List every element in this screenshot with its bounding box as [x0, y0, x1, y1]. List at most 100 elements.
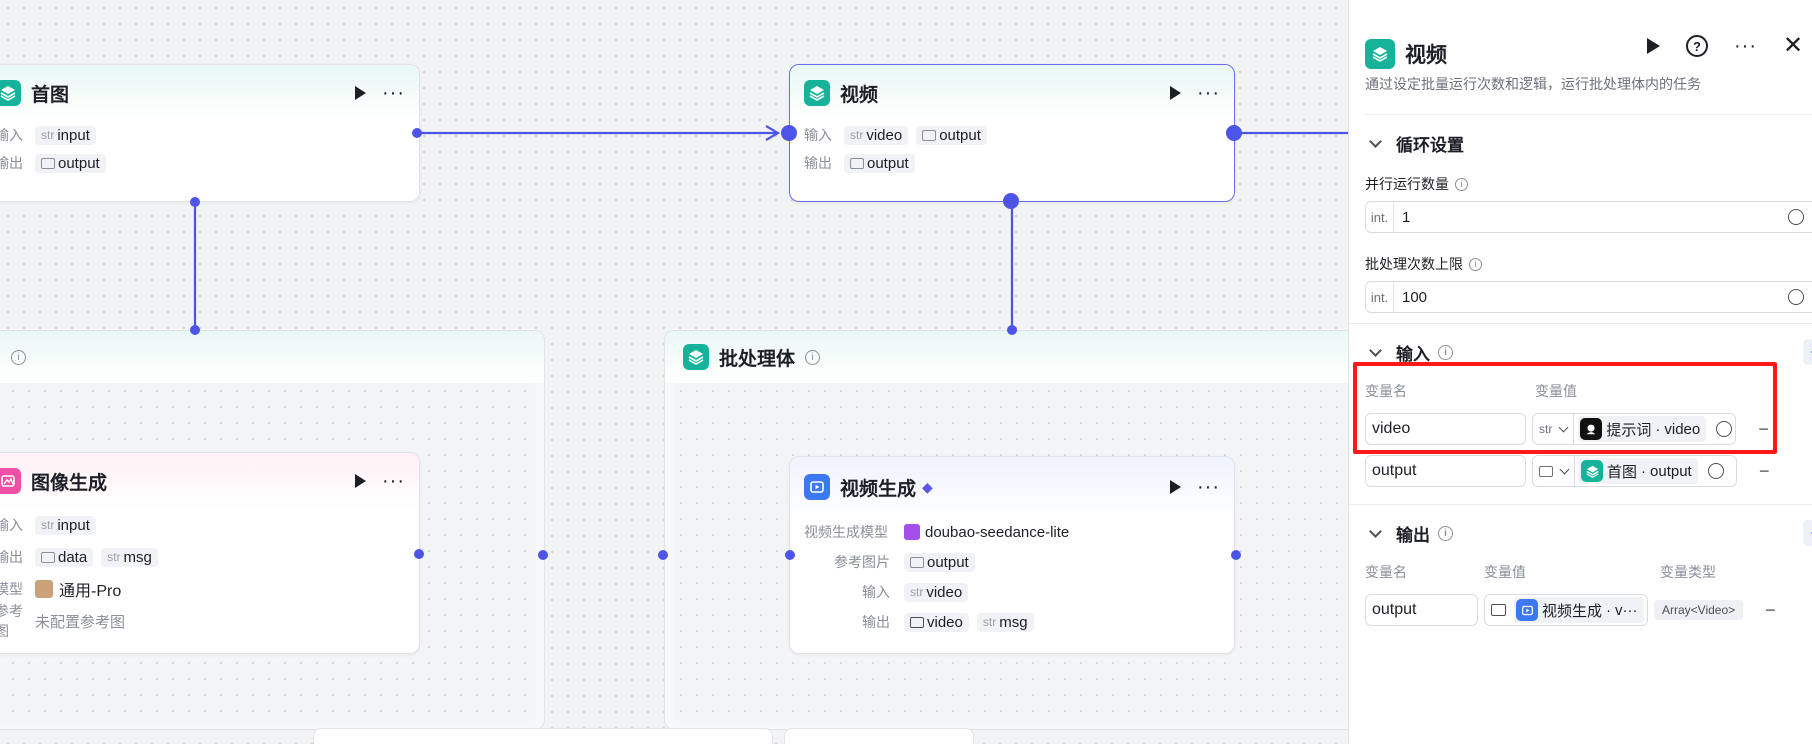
type-select[interactable]: str — [1532, 413, 1575, 445]
row-label: 输入 — [0, 517, 23, 533]
batch-icon — [804, 80, 830, 106]
close-icon[interactable]: ✕ — [1782, 32, 1804, 59]
info-icon[interactable]: i — [1438, 344, 1453, 360]
port-first-bottom[interactable] — [190, 197, 200, 207]
image-type-icon — [41, 157, 55, 169]
more-icon[interactable]: ··· — [382, 82, 405, 104]
image-type-icon — [922, 129, 937, 141]
section-output[interactable]: 输出i + — [1365, 505, 1812, 561]
reference-target-icon[interactable] — [1788, 289, 1804, 305]
info-icon[interactable]: i — [1469, 257, 1482, 271]
image-type-icon — [850, 157, 864, 169]
port-batch-top[interactable] — [1007, 325, 1017, 335]
port-videogen-out[interactable] — [1231, 550, 1241, 560]
chevron-down-icon[interactable] — [1369, 134, 1382, 148]
port-video-bottom[interactable] — [1003, 193, 1019, 209]
reference-target-icon[interactable] — [1716, 421, 1733, 437]
var-chip: output — [904, 552, 975, 572]
run-icon[interactable] — [355, 474, 367, 488]
panel-title: 视频 — [1405, 44, 1447, 67]
help-icon[interactable]: ? — [1686, 35, 1708, 57]
var-name-input[interactable]: video — [1365, 413, 1526, 445]
var-name-input[interactable]: output — [1365, 594, 1478, 626]
col-var-value: 变量值 — [1484, 564, 1526, 580]
port-batch-in[interactable] — [658, 550, 668, 560]
port-left-group-out[interactable] — [538, 550, 548, 560]
row-label: 输入 — [804, 127, 832, 143]
field-label: 并行运行数量 — [1365, 176, 1449, 192]
image-gen-icon — [0, 468, 21, 494]
port-videogen-in[interactable] — [785, 550, 795, 560]
var-chip: output — [35, 153, 106, 173]
port-left-group-top[interactable] — [190, 325, 200, 335]
col-var-name: 变量名 — [1365, 383, 1407, 399]
info-icon[interactable]: i — [1455, 177, 1468, 191]
row-label: 输出 — [0, 549, 23, 565]
remove-input-button[interactable]: − — [1759, 460, 1770, 481]
info-icon[interactable]: i — [1438, 525, 1453, 541]
remove-output-button[interactable]: − — [1765, 599, 1776, 620]
node-title: 首图 — [31, 84, 70, 106]
row-label: 输入 — [0, 127, 23, 143]
row-label: 参考图片 — [834, 554, 890, 570]
parallel-count-input[interactable]: int. 1 — [1365, 201, 1812, 233]
max-batch-input[interactable]: int. 100 — [1365, 281, 1812, 313]
var-name-input[interactable]: output — [1365, 455, 1526, 487]
more-icon[interactable]: ··· — [1197, 82, 1220, 104]
model-value: doubao-seedance-lite — [925, 523, 1070, 541]
node-title: 图像生成 — [31, 472, 108, 494]
info-icon[interactable]: i — [11, 349, 26, 365]
reference-target-icon[interactable] — [1707, 463, 1724, 479]
chevron-down-icon — [1559, 464, 1570, 474]
add-output-button[interactable]: + — [1803, 520, 1812, 546]
var-value-ref[interactable]: 首图·output — [1575, 455, 1737, 487]
run-icon[interactable] — [1647, 38, 1660, 54]
row-label: 模型 — [0, 581, 23, 597]
remove-input-button[interactable]: − — [1758, 418, 1769, 439]
run-icon[interactable] — [355, 86, 367, 100]
port-video-out[interactable] — [1226, 125, 1242, 141]
output-var-row: output 视频生成·v··· Array<Video> − — [1365, 591, 1812, 629]
section-input[interactable]: 输入i + — [1365, 324, 1812, 380]
var-value-ref[interactable]: 视频生成·v··· — [1484, 594, 1648, 626]
run-icon[interactable] — [1170, 480, 1182, 494]
more-icon[interactable]: ··· — [1734, 35, 1757, 57]
add-input-button[interactable]: + — [1803, 339, 1812, 365]
more-icon[interactable]: ··· — [1197, 476, 1220, 498]
diamond-icon: ◆ — [922, 478, 933, 495]
node-title: 视频 — [840, 84, 879, 106]
port-first-out[interactable] — [412, 128, 422, 138]
var-value-ref[interactable]: 提示词·video — [1574, 413, 1737, 445]
row-label: 输出 — [862, 614, 890, 630]
ref-value: 未配置参考图 — [35, 613, 126, 631]
port-imagegen-out[interactable] — [414, 549, 424, 559]
properties-panel: 视频 ? ··· ✕ 通过设定批量运行次数和逻辑，运行批处理体内的任务 循环设置… — [1348, 0, 1812, 744]
image-type-icon — [1539, 465, 1553, 477]
run-icon[interactable] — [1170, 86, 1182, 100]
chevron-down-icon[interactable] — [1369, 524, 1382, 538]
folder-icon — [1491, 604, 1506, 616]
row-label: 输出 — [0, 155, 23, 171]
row-label: 输出 — [804, 155, 832, 171]
var-chip: output — [916, 125, 987, 145]
info-icon[interactable]: i — [805, 349, 821, 365]
type-select[interactable] — [1532, 455, 1575, 487]
bottom-toolbar-2[interactable] — [784, 728, 974, 744]
section-loop[interactable]: 循环设置 — [1365, 115, 1812, 171]
model-value: 通用-Pro — [59, 583, 122, 600]
port-video-in[interactable] — [781, 125, 797, 141]
batch-icon — [1365, 39, 1395, 69]
reference-target-icon[interactable] — [1788, 209, 1804, 225]
bottom-toolbar[interactable] — [313, 728, 773, 744]
chevron-down-icon[interactable] — [1369, 343, 1382, 357]
more-icon[interactable]: ··· — [382, 470, 405, 492]
node-video-gen[interactable]: 视频生成 ◆ ··· 视频生成模型 doubao-seedance-lite 参… — [789, 456, 1235, 654]
col-var-name: 变量名 — [1365, 564, 1407, 580]
row-label: 参考图 — [0, 603, 23, 639]
